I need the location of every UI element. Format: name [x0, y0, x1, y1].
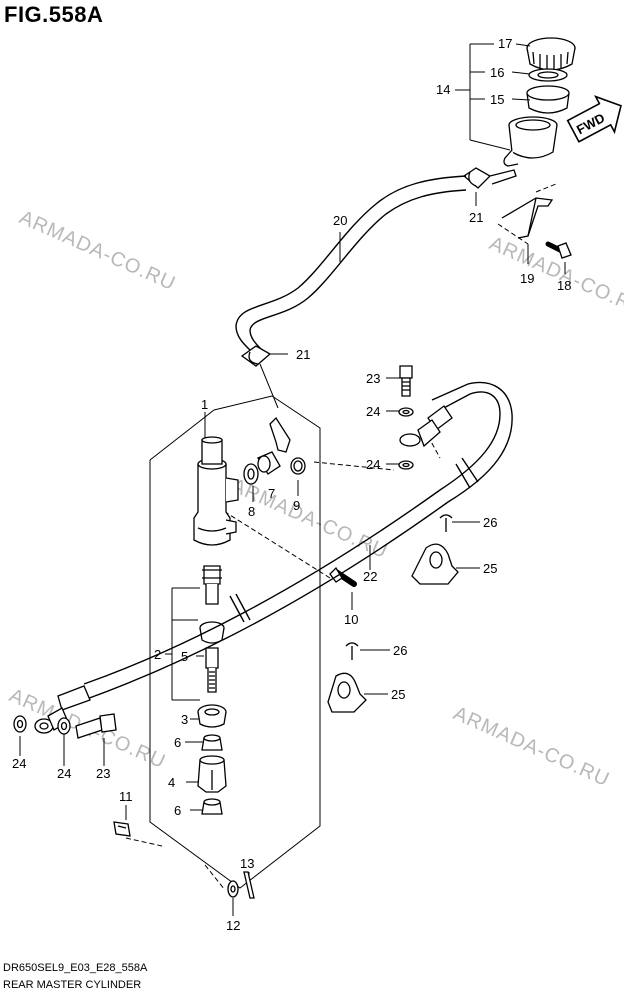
callout-12: 12 — [226, 918, 240, 933]
callout-9: 9 — [293, 498, 300, 513]
callout-19: 19 — [520, 271, 534, 286]
callout-7: 7 — [268, 486, 275, 501]
hose-clamps — [327, 514, 459, 713]
bolt-11 — [113, 821, 131, 837]
callout-15: 15 — [490, 92, 504, 107]
callout-17: 17 — [498, 36, 512, 51]
bolt-10 — [329, 566, 357, 587]
master-cylinder — [193, 416, 291, 815]
callout-26-upper: 26 — [483, 515, 497, 530]
callout-24-upper: 24 — [366, 404, 380, 419]
callout-22: 22 — [363, 569, 377, 584]
callout-25-upper: 25 — [483, 561, 497, 576]
reservoir-hose — [235, 175, 467, 353]
callout-6-upper: 6 — [174, 735, 181, 750]
banjo-bolts-washers — [13, 365, 414, 739]
callout-6-lower: 6 — [174, 803, 181, 818]
watermark-1: ARMADA-CO.RU — [16, 206, 179, 295]
diagram-name: REAR MASTER CYLINDER — [3, 979, 142, 991]
fwd-arrow-icon: FWD — [566, 95, 622, 143]
callout-8: 8 — [248, 504, 255, 519]
callout-24-lower-mid: 24 — [57, 766, 71, 781]
leader-lines — [19, 43, 566, 916]
callout-11: 11 — [119, 789, 133, 804]
diagram-code: DR650SEL9_E03_E28_558A — [3, 962, 148, 974]
watermarks: ARMADA-CO.RU ARMADA-CO.RU ARMADA-CO.RU A… — [6, 206, 624, 791]
callout-18: 18 — [557, 278, 571, 293]
union-parts — [243, 451, 306, 485]
callout-24-middle: 24 — [366, 457, 380, 472]
callout-20: 20 — [333, 213, 347, 228]
watermark-5: ARMADA-CO.RU — [450, 702, 613, 791]
callout-10: 10 — [344, 612, 358, 627]
callout-1: 1 — [201, 397, 208, 412]
lower-clamp — [240, 345, 272, 367]
callout-5: 5 — [181, 649, 188, 664]
callout-13: 13 — [240, 856, 254, 871]
reservoir-assembly — [501, 37, 576, 259]
callout-3: 3 — [181, 712, 188, 727]
callout-23-lower: 23 — [96, 766, 110, 781]
callout-21-upper: 21 — [469, 210, 483, 225]
callout-4: 4 — [168, 775, 175, 790]
callout-26-lower: 26 — [393, 643, 407, 658]
upper-clamp — [462, 167, 517, 189]
washer-cotter — [227, 871, 255, 899]
callouts: 17 16 14 15 21 20 19 18 21 23 1 24 24 8 … — [12, 36, 571, 933]
callout-14: 14 — [436, 82, 450, 97]
figure-title: FIG.558A — [4, 2, 104, 27]
hose-ends — [34, 405, 453, 734]
callout-2: 2 — [154, 647, 161, 662]
callout-23-upper: 23 — [366, 371, 380, 386]
callout-25-lower: 25 — [391, 687, 405, 702]
brake-hose — [83, 381, 513, 701]
callout-24-lower-left: 24 — [12, 756, 26, 771]
callout-21-lower: 21 — [296, 347, 310, 362]
callout-16: 16 — [490, 65, 504, 80]
